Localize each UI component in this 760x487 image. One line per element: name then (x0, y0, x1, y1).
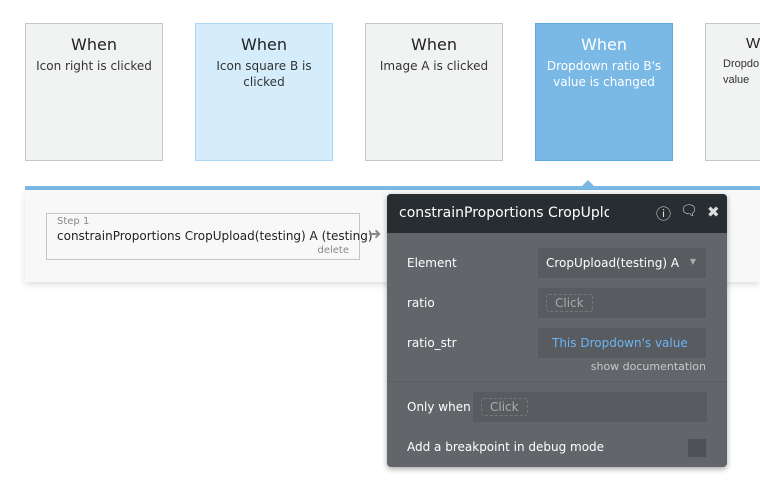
event-card-icon-right[interactable]: When Icon right is clicked (25, 23, 163, 161)
only-when-click-placeholder[interactable]: Click (481, 398, 528, 416)
delete-step-link[interactable]: delete (317, 245, 349, 256)
element-value: CropUpload(testing) A (546, 256, 680, 270)
element-label: Element (407, 256, 457, 270)
event-description: Image A is clicked (379, 59, 489, 73)
action-properties-panel: constrainProportions CropUpload(testing)… (387, 194, 727, 467)
divider (387, 381, 727, 382)
chevron-down-icon: ▼ (689, 257, 696, 266)
info-icon[interactable]: ⓘ (656, 205, 672, 223)
arrow-right-icon: ➜ (368, 224, 382, 243)
step-action: constrainProportions CropUpload(testing)… (57, 229, 373, 243)
event-description: Icon square B is clicked (216, 59, 312, 89)
event-description: Dropdown ratio B's value is changed (546, 59, 662, 89)
event-card-icon-square-b[interactable]: When Icon square B is clicked (195, 23, 333, 161)
ratio-click-placeholder[interactable]: Click (546, 294, 593, 312)
workflow-accent-bar (25, 186, 760, 190)
only-when-label: Only when (407, 400, 471, 414)
event-when: When (581, 35, 627, 54)
ratio-str-label: ratio_str (407, 336, 457, 350)
ratio-str-value[interactable]: This Dropdown's value (552, 336, 688, 350)
panel-title: constrainProportions CropUpload(testing)… (399, 205, 609, 221)
breakpoint-label: Add a breakpoint in debug mode (407, 440, 605, 454)
workflow-step-1[interactable]: Step 1 constrainProportions CropUpload(t… (46, 213, 373, 260)
event-card-dropdown-ratio-b[interactable]: When Dropdown ratio B's value is changed (535, 23, 673, 161)
show-documentation-link[interactable]: show documentation (590, 360, 706, 373)
only-when-field[interactable]: Click (473, 392, 707, 422)
selected-event-pointer (581, 180, 595, 187)
panel-header: constrainProportions CropUpload(testing)… (387, 194, 727, 233)
event-when: When (241, 35, 287, 54)
event-when: When (71, 35, 117, 54)
event-when: W (746, 35, 760, 52)
breakpoint-checkbox[interactable] (688, 439, 706, 457)
event-card-partial[interactable]: W Dropdo value (705, 23, 760, 161)
ratio-str-field[interactable]: This Dropdown's value (538, 328, 706, 358)
comment-icon[interactable]: 🗨 (680, 203, 698, 219)
event-description: Dropdo value (723, 58, 760, 86)
event-card-image-a[interactable]: When Image A is clicked (365, 23, 503, 161)
close-icon[interactable]: ✖ (707, 203, 720, 221)
ratio-label: ratio (407, 296, 435, 310)
event-when: When (411, 35, 457, 54)
ratio-field[interactable]: Click (538, 288, 706, 318)
element-dropdown[interactable]: CropUpload(testing) A ▼ (538, 248, 706, 278)
event-description: Icon right is clicked (36, 59, 152, 73)
step-label: Step 1 (57, 216, 90, 227)
